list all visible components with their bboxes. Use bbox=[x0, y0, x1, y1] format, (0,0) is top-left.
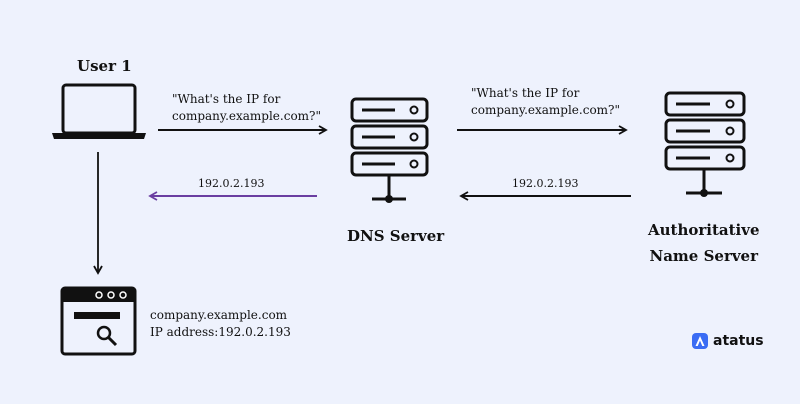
authoritative-server-label: Authoritative Name Server bbox=[648, 217, 760, 269]
result-text: company.example.com IP address:192.0.2.1… bbox=[150, 307, 291, 341]
dns-server-icon bbox=[350, 97, 429, 203]
authoritative-label-line2: Name Server bbox=[649, 247, 759, 265]
laptop-icon bbox=[52, 83, 146, 139]
query-label-2-line1: "What's the IP for bbox=[471, 86, 580, 100]
atatus-logo-text: atatus bbox=[713, 333, 764, 349]
reply-label-to-user: 192.0.2.193 bbox=[198, 177, 265, 190]
atatus-logo-icon bbox=[692, 333, 708, 349]
result-domain: company.example.com bbox=[150, 308, 288, 322]
atatus-logo: atatus bbox=[692, 333, 764, 349]
query-label-1-line2: company.example.com?" bbox=[172, 109, 322, 123]
dns-server-label: DNS Server bbox=[347, 227, 445, 245]
authoritative-server-icon bbox=[664, 91, 746, 197]
query-label-1: "What's the IP for company.example.com?" bbox=[172, 91, 321, 125]
browser-window-icon bbox=[60, 286, 137, 356]
query-label-1-line1: "What's the IP for bbox=[172, 92, 281, 106]
user-label: User 1 bbox=[77, 57, 132, 75]
query-label-2-line2: company.example.com?" bbox=[471, 103, 621, 117]
authoritative-label-line1: Authoritative bbox=[648, 221, 760, 239]
reply-label-to-dns: 192.0.2.193 bbox=[512, 177, 579, 190]
result-ip: IP address:192.0.2.193 bbox=[150, 325, 291, 339]
query-label-2: "What's the IP for company.example.com?" bbox=[471, 85, 620, 119]
